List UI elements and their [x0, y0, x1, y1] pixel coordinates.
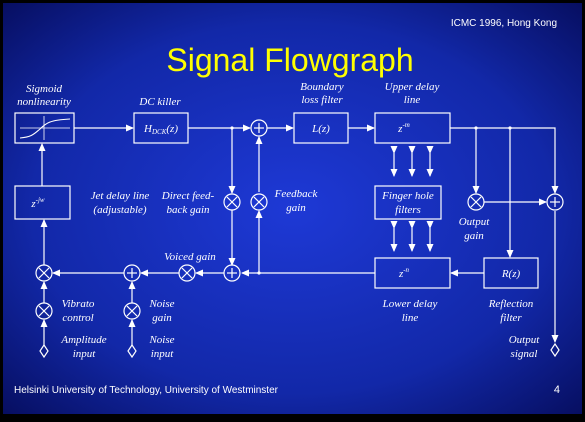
lower-finger-hole-connectors — [390, 221, 434, 252]
voiced-gain-label: Voiced gain — [164, 251, 216, 263]
svg-text:HDCK(z): HDCK(z) — [143, 123, 178, 136]
vibrato-label-line1: Vibrato — [62, 298, 95, 310]
page-title: Signal Flowgraph — [166, 42, 413, 78]
upper-delay-label-line2: line — [404, 94, 421, 106]
upper-delay-label-line1: Upper delay — [385, 81, 440, 93]
output-gain-label-line1: Output — [459, 216, 491, 228]
svg-text:filters: filters — [395, 204, 421, 216]
svg-text:L(z): L(z) — [311, 123, 330, 135]
upper-finger-hole-connectors — [390, 146, 434, 177]
amplitude-input-label-line1: Amplitude — [60, 334, 106, 346]
slide-background — [3, 3, 582, 414]
svg-text:R(z): R(z) — [501, 268, 521, 280]
output-signal-label-line2: signal — [511, 348, 538, 360]
footer-affiliation: Helsinki University of Technology, Unive… — [14, 385, 279, 396]
svg-text:z-jw: z-jw — [30, 196, 45, 210]
noise-input-label-line1: Noise — [148, 334, 174, 346]
dc-killer-label: DC killer — [138, 96, 181, 108]
jet-delay-label-line2: (adjustable) — [93, 204, 146, 216]
sigmoid-label-line1: Sigmoid — [26, 83, 63, 95]
reflection-label-line1: Reflection — [488, 298, 534, 310]
reflection-label-line2: filter — [500, 312, 522, 324]
jet-delay-label-line1: Jet delay line — [91, 190, 150, 202]
junction-dot — [230, 126, 234, 130]
output-gain-label-line2: gain — [464, 230, 484, 242]
page-number: 4 — [554, 384, 560, 396]
sigmoid-label-line2: nonlinearity — [17, 96, 71, 108]
output-signal-diamond-icon — [550, 342, 560, 358]
feedback-gain-label-line2: gain — [286, 202, 306, 214]
junction-dot — [257, 271, 261, 275]
direct-feedback-label-line2: back gain — [166, 204, 210, 216]
svg-text:Finger hole: Finger hole — [381, 190, 434, 202]
amplitude-input-label-line2: input — [73, 348, 97, 360]
finger-hole-filters-block: Finger hole filters — [374, 185, 442, 220]
svg-text:z-m: z-m — [397, 121, 410, 135]
noise-input-label-line2: input — [151, 348, 175, 360]
junction-dot — [474, 126, 478, 130]
lower-delay-label-line1: Lower delay — [382, 298, 438, 310]
vibrato-label-line2: control — [62, 312, 93, 324]
lower-delay-label-line2: line — [402, 312, 419, 324]
noise-input-diamond-icon — [127, 343, 137, 359]
output-summing-node — [546, 193, 564, 211]
feedback-gain-label-line1: Feedback — [274, 188, 319, 200]
boundary-label-line1: Boundary — [300, 81, 344, 93]
conference-label: ICMC 1996, Hong Kong — [451, 18, 557, 29]
noise-gain-label-line2: gain — [152, 312, 172, 324]
noise-gain-label-line1: Noise — [148, 298, 174, 310]
junction-dot — [508, 126, 512, 130]
upper-delay-to-output-sum-arrow — [450, 127, 559, 194]
boundary-label-line2: loss filter — [301, 94, 343, 106]
amplitude-input-diamond-icon — [39, 343, 49, 359]
svg-text:z-n: z-n — [398, 266, 410, 280]
direct-feedback-label-line1: Direct feed- — [161, 190, 215, 202]
output-signal-label-line1: Output — [509, 334, 541, 346]
